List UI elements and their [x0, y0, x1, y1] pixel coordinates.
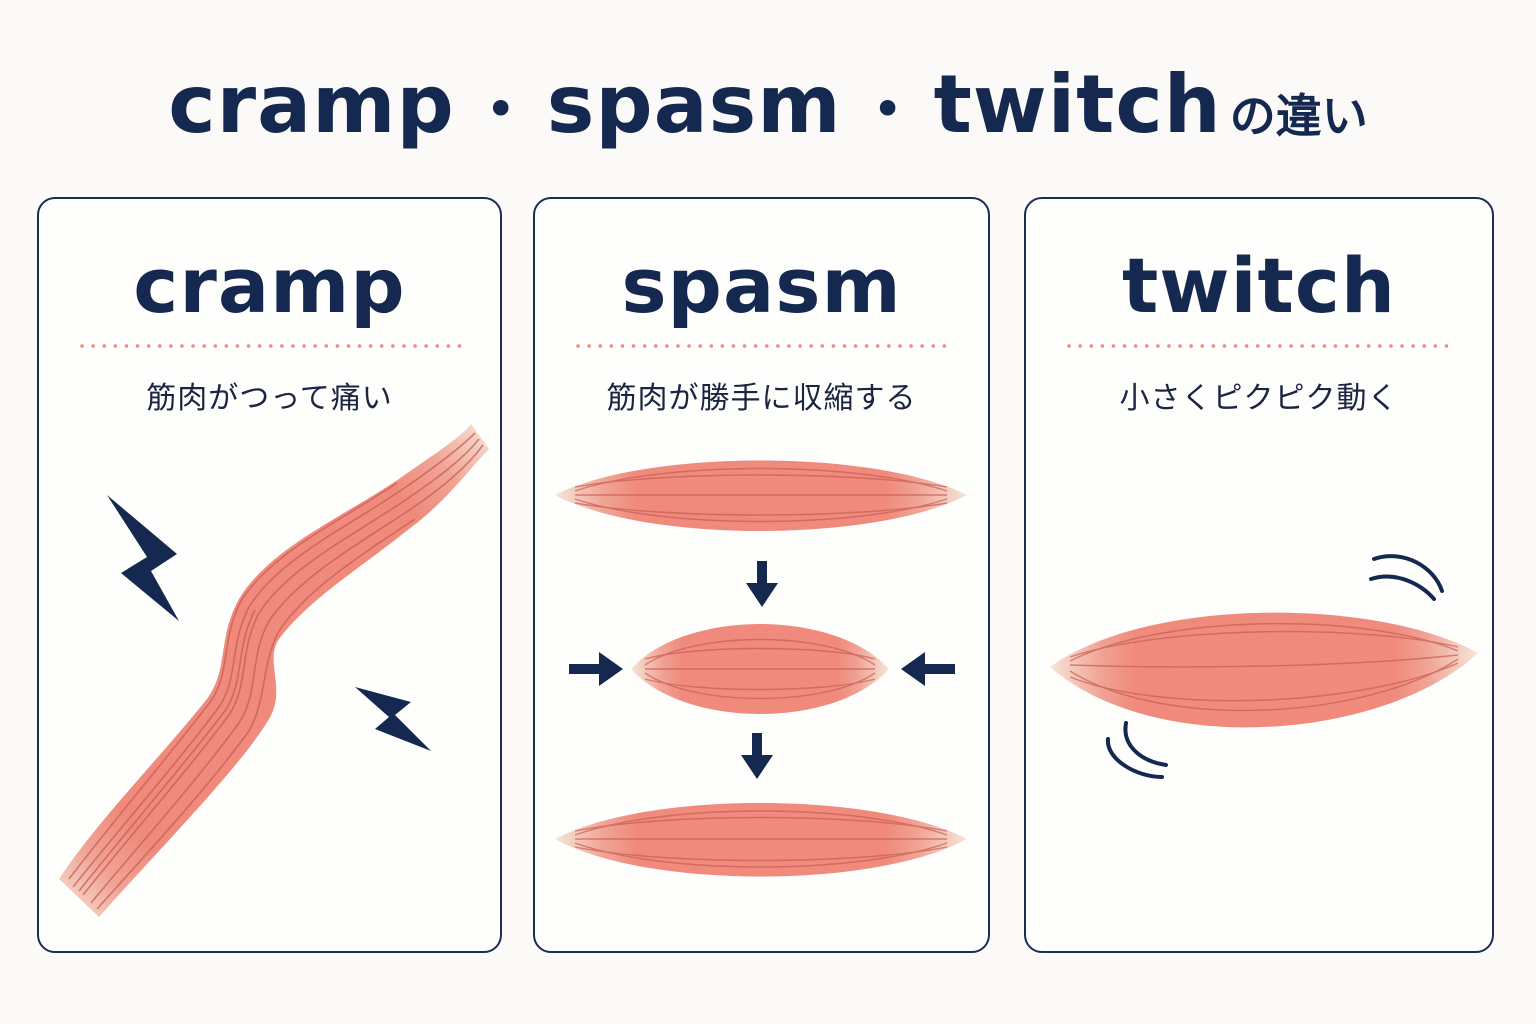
- lightning-icon: [355, 687, 431, 751]
- panel-twitch: twitch 小さくピクピク動く: [1024, 197, 1494, 953]
- title-spasm: spasm: [546, 58, 842, 151]
- panel-description-cramp: 筋肉がつって痛い: [146, 381, 393, 416]
- title-separator: ・: [855, 74, 920, 148]
- motion-lines-icon: [1105, 721, 1168, 779]
- title-cramp: cramp: [168, 58, 455, 151]
- dotted-divider: [576, 344, 951, 348]
- panel-heading-cramp: cramp: [133, 241, 406, 330]
- cramped-muscle: [59, 424, 489, 917]
- lightning-icon: [107, 495, 179, 621]
- relaxed-muscle-top: [555, 460, 967, 531]
- panel-description-twitch: 小さくピクピク動く: [1119, 381, 1399, 416]
- panel-spasm: spasm 筋肉が勝手に収縮する: [533, 197, 990, 953]
- arrow-right-icon: [569, 652, 623, 686]
- panel-heading-twitch: twitch: [1121, 241, 1397, 330]
- title-twitch: twitch: [933, 58, 1222, 151]
- contracted-muscle: [631, 624, 889, 714]
- arrow-left-icon: [901, 652, 955, 686]
- arrow-down-icon: [741, 733, 773, 779]
- panel-cramp: cramp 筋肉がつって痛い: [37, 197, 502, 953]
- arrow-down-icon: [746, 561, 778, 607]
- panel-description-spasm: 筋肉が勝手に収縮する: [606, 381, 917, 416]
- panel-heading-spasm: spasm: [621, 241, 902, 330]
- twitching-muscle: [1050, 612, 1478, 728]
- twitch-illustration: [1050, 554, 1478, 779]
- spasm-illustration: [555, 460, 967, 877]
- motion-lines-icon: [1369, 554, 1444, 601]
- cramp-illustration: [59, 424, 489, 917]
- title-suffix: の違い: [1229, 89, 1368, 143]
- dotted-divider: [80, 344, 463, 348]
- title-separator: ・: [468, 74, 533, 148]
- relaxed-muscle-bottom: [555, 803, 967, 877]
